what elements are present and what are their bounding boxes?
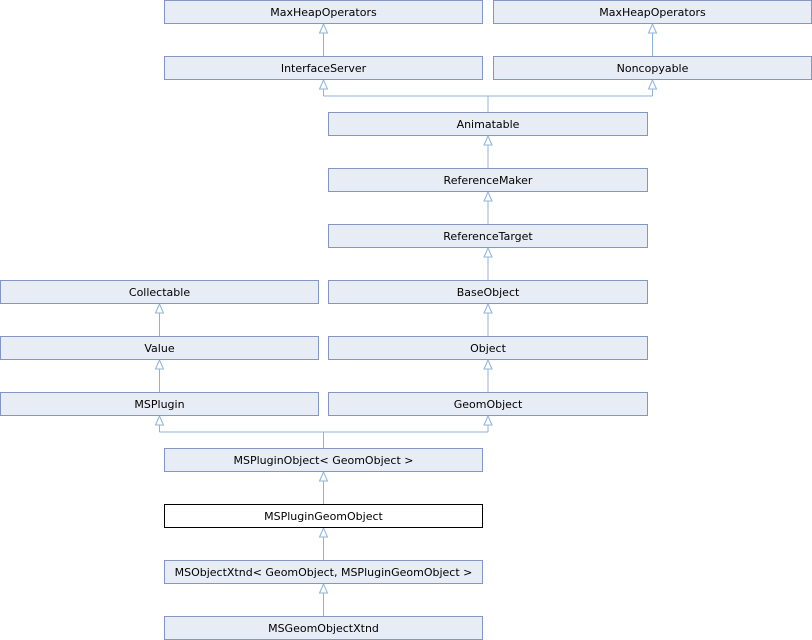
node-reference-target[interactable]: ReferenceTarget: [328, 224, 648, 248]
arrowhead-noncopyable: [647, 78, 658, 90]
arrowhead-msplugin: [154, 414, 165, 426]
arrowhead-msobject_xtnd: [318, 582, 329, 594]
node-value[interactable]: Value: [0, 336, 319, 360]
node-object[interactable]: Object: [328, 336, 648, 360]
arrowhead-msplugin_object: [318, 470, 329, 482]
arrowhead-collectable: [154, 302, 165, 314]
node-base-object[interactable]: BaseObject: [328, 280, 648, 304]
node-noncopyable[interactable]: Noncopyable: [493, 56, 812, 80]
node-msgeom-object-xtnd[interactable]: MSGeomObjectXtnd: [164, 616, 483, 640]
node-reference-maker[interactable]: ReferenceMaker: [328, 168, 648, 192]
node-geom-object[interactable]: GeomObject: [328, 392, 648, 416]
node-animatable[interactable]: Animatable: [328, 112, 648, 136]
node-msplugin[interactable]: MSPlugin: [0, 392, 319, 416]
arrowhead-reference_maker: [483, 190, 493, 202]
arrowhead-object: [483, 358, 493, 370]
arrowhead-msplugin_geom_object: [318, 526, 329, 538]
node-msplugin-geom-object-current: MSPluginGeomObject: [164, 504, 483, 528]
arrowhead-value: [154, 358, 165, 370]
node-interface-server[interactable]: InterfaceServer: [164, 56, 483, 80]
node-msobject-xtnd[interactable]: MSObjectXtnd< GeomObject, MSPluginGeomOb…: [164, 560, 483, 584]
arrowhead-geom_object: [483, 414, 493, 426]
node-msplugin-object-geomobject[interactable]: MSPluginObject< GeomObject >: [164, 448, 483, 472]
arrowhead-base_object: [483, 302, 493, 314]
node-maxheap-operators-right[interactable]: MaxHeapOperators: [493, 0, 812, 24]
arrowhead-animatable: [483, 134, 493, 146]
arrowhead-reference_target: [483, 246, 493, 258]
arrowhead-maxheap_right: [647, 22, 658, 34]
arrowhead-maxheap_left: [318, 22, 329, 34]
node-maxheap-operators-left[interactable]: MaxHeapOperators: [164, 0, 483, 24]
node-collectable[interactable]: Collectable: [0, 280, 319, 304]
arrowhead-interface_server: [318, 78, 329, 90]
